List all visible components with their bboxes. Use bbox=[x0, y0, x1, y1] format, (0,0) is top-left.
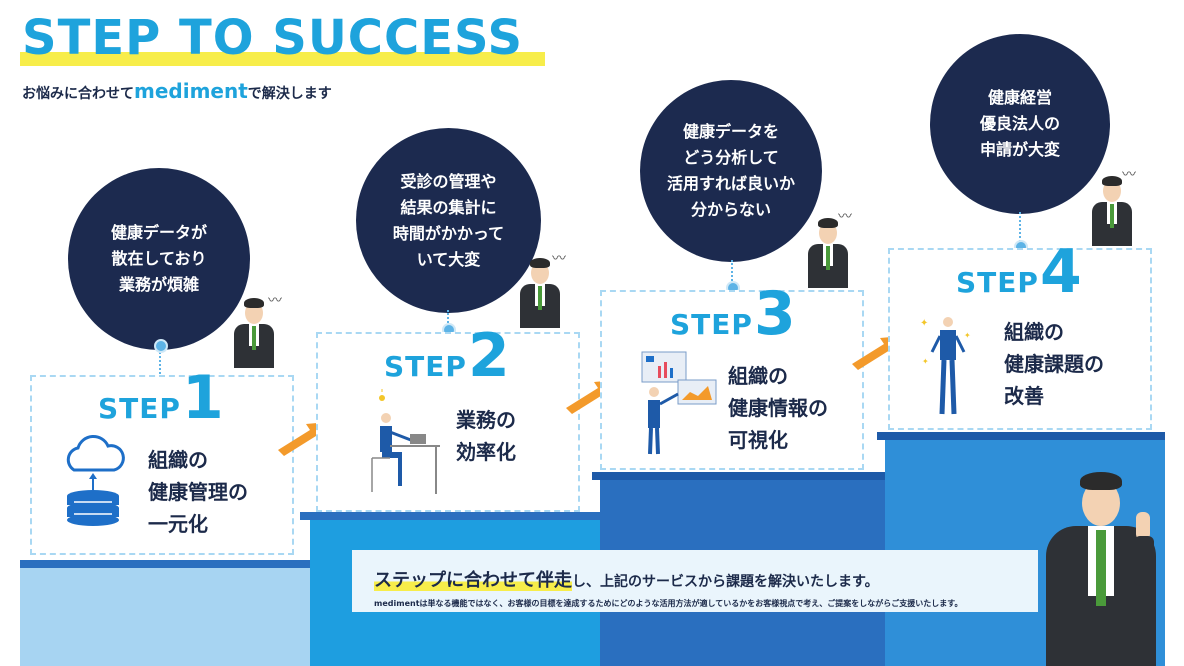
worry-scribble-icon-2: 〰 bbox=[552, 251, 566, 267]
tagline-highlight: ステップに合わせて伴走 bbox=[374, 570, 572, 591]
worried-person-3 bbox=[806, 218, 850, 290]
step-label-1: STEP bbox=[98, 392, 181, 425]
page-subtitle: お悩みに合わせてmedimentで解決します bbox=[22, 80, 332, 105]
title-highlight bbox=[20, 52, 545, 66]
footer-tagline: ステップに合わせて伴走し、上記のサービスから課題を解決いたします。 bbox=[374, 566, 879, 592]
step-number-1: 1 bbox=[182, 363, 224, 433]
bubble-dot-1 bbox=[154, 339, 168, 353]
stair-edge-3 bbox=[592, 472, 885, 480]
worry-scribble-icon-3: 〰 bbox=[838, 209, 852, 225]
worry-scribble-icon-1: 〰 bbox=[268, 293, 282, 309]
worried-person-1 bbox=[232, 298, 276, 370]
step-box-1 bbox=[30, 375, 294, 555]
page-title: STEP TO SUCCESS bbox=[22, 10, 524, 66]
step-text-2: 業務の 効率化 bbox=[456, 408, 516, 464]
arrow-1-to-2 bbox=[278, 422, 328, 456]
svg-text:✦: ✦ bbox=[920, 318, 928, 329]
stair-edge-2 bbox=[300, 512, 600, 520]
step-text-3: 組織の 健康情報の 可視化 bbox=[728, 364, 828, 452]
stair-edge-4 bbox=[877, 432, 1165, 440]
brand-name: mediment bbox=[134, 79, 248, 103]
bubble-stem-4 bbox=[1019, 212, 1023, 250]
step-number-3: 3 bbox=[754, 279, 796, 349]
bubble-step-1: 健康データが 散在しており 業務が煩雑 bbox=[68, 168, 250, 350]
step-number-2: 2 bbox=[468, 321, 510, 391]
cloud-database-icon bbox=[66, 435, 125, 526]
step-label-4: STEP bbox=[956, 266, 1039, 299]
bubble-step-2: 受診の管理や 結果の集計に 時間がかかって いて大変 bbox=[356, 128, 541, 313]
worried-person-2 bbox=[518, 258, 562, 330]
presentation-chart-icon bbox=[641, 351, 717, 455]
bubble-stem-3 bbox=[731, 260, 735, 292]
worried-person-4 bbox=[1090, 176, 1134, 246]
tagline-rest: し、上記のサービスから課題を解決いたします。 bbox=[572, 574, 879, 590]
presenter-person bbox=[1040, 472, 1170, 666]
step-text-1: 組織の 健康管理の 一元化 bbox=[148, 448, 248, 536]
step-label-3: STEP bbox=[670, 308, 753, 341]
footer-note: medimentは単なる機能ではなく、お客様の目標を達成するためにどのような活用… bbox=[374, 599, 963, 608]
bubble-step-3: 健康データを どう分析して 活用すれば良いか 分からない bbox=[640, 80, 822, 262]
step-number-4: 4 bbox=[1040, 237, 1082, 307]
svg-text:✦: ✦ bbox=[922, 357, 929, 366]
step-text-4: 組織の 健康課題の 改善 bbox=[1004, 320, 1104, 408]
worry-scribble-icon-4: 〰 bbox=[1122, 167, 1136, 183]
stair-base-light bbox=[20, 568, 310, 666]
step-box-4 bbox=[888, 248, 1152, 430]
bubble-stem-2 bbox=[447, 310, 451, 335]
stair-edge-1 bbox=[20, 560, 310, 568]
subtitle-post: で解決します bbox=[247, 86, 332, 102]
bubble-stem-1 bbox=[159, 348, 163, 378]
svg-text:✦: ✦ bbox=[964, 331, 971, 340]
success-person-icon: ✦ ✦ ✦ bbox=[920, 317, 971, 415]
step-box-2 bbox=[316, 332, 580, 512]
subtitle-pre: お悩みに合わせて bbox=[22, 86, 134, 102]
step-label-2: STEP bbox=[384, 350, 467, 383]
bubble-step-4: 健康経営 優良法人の 申請が大変 bbox=[930, 34, 1110, 214]
desk-worker-icon bbox=[371, 389, 440, 494]
